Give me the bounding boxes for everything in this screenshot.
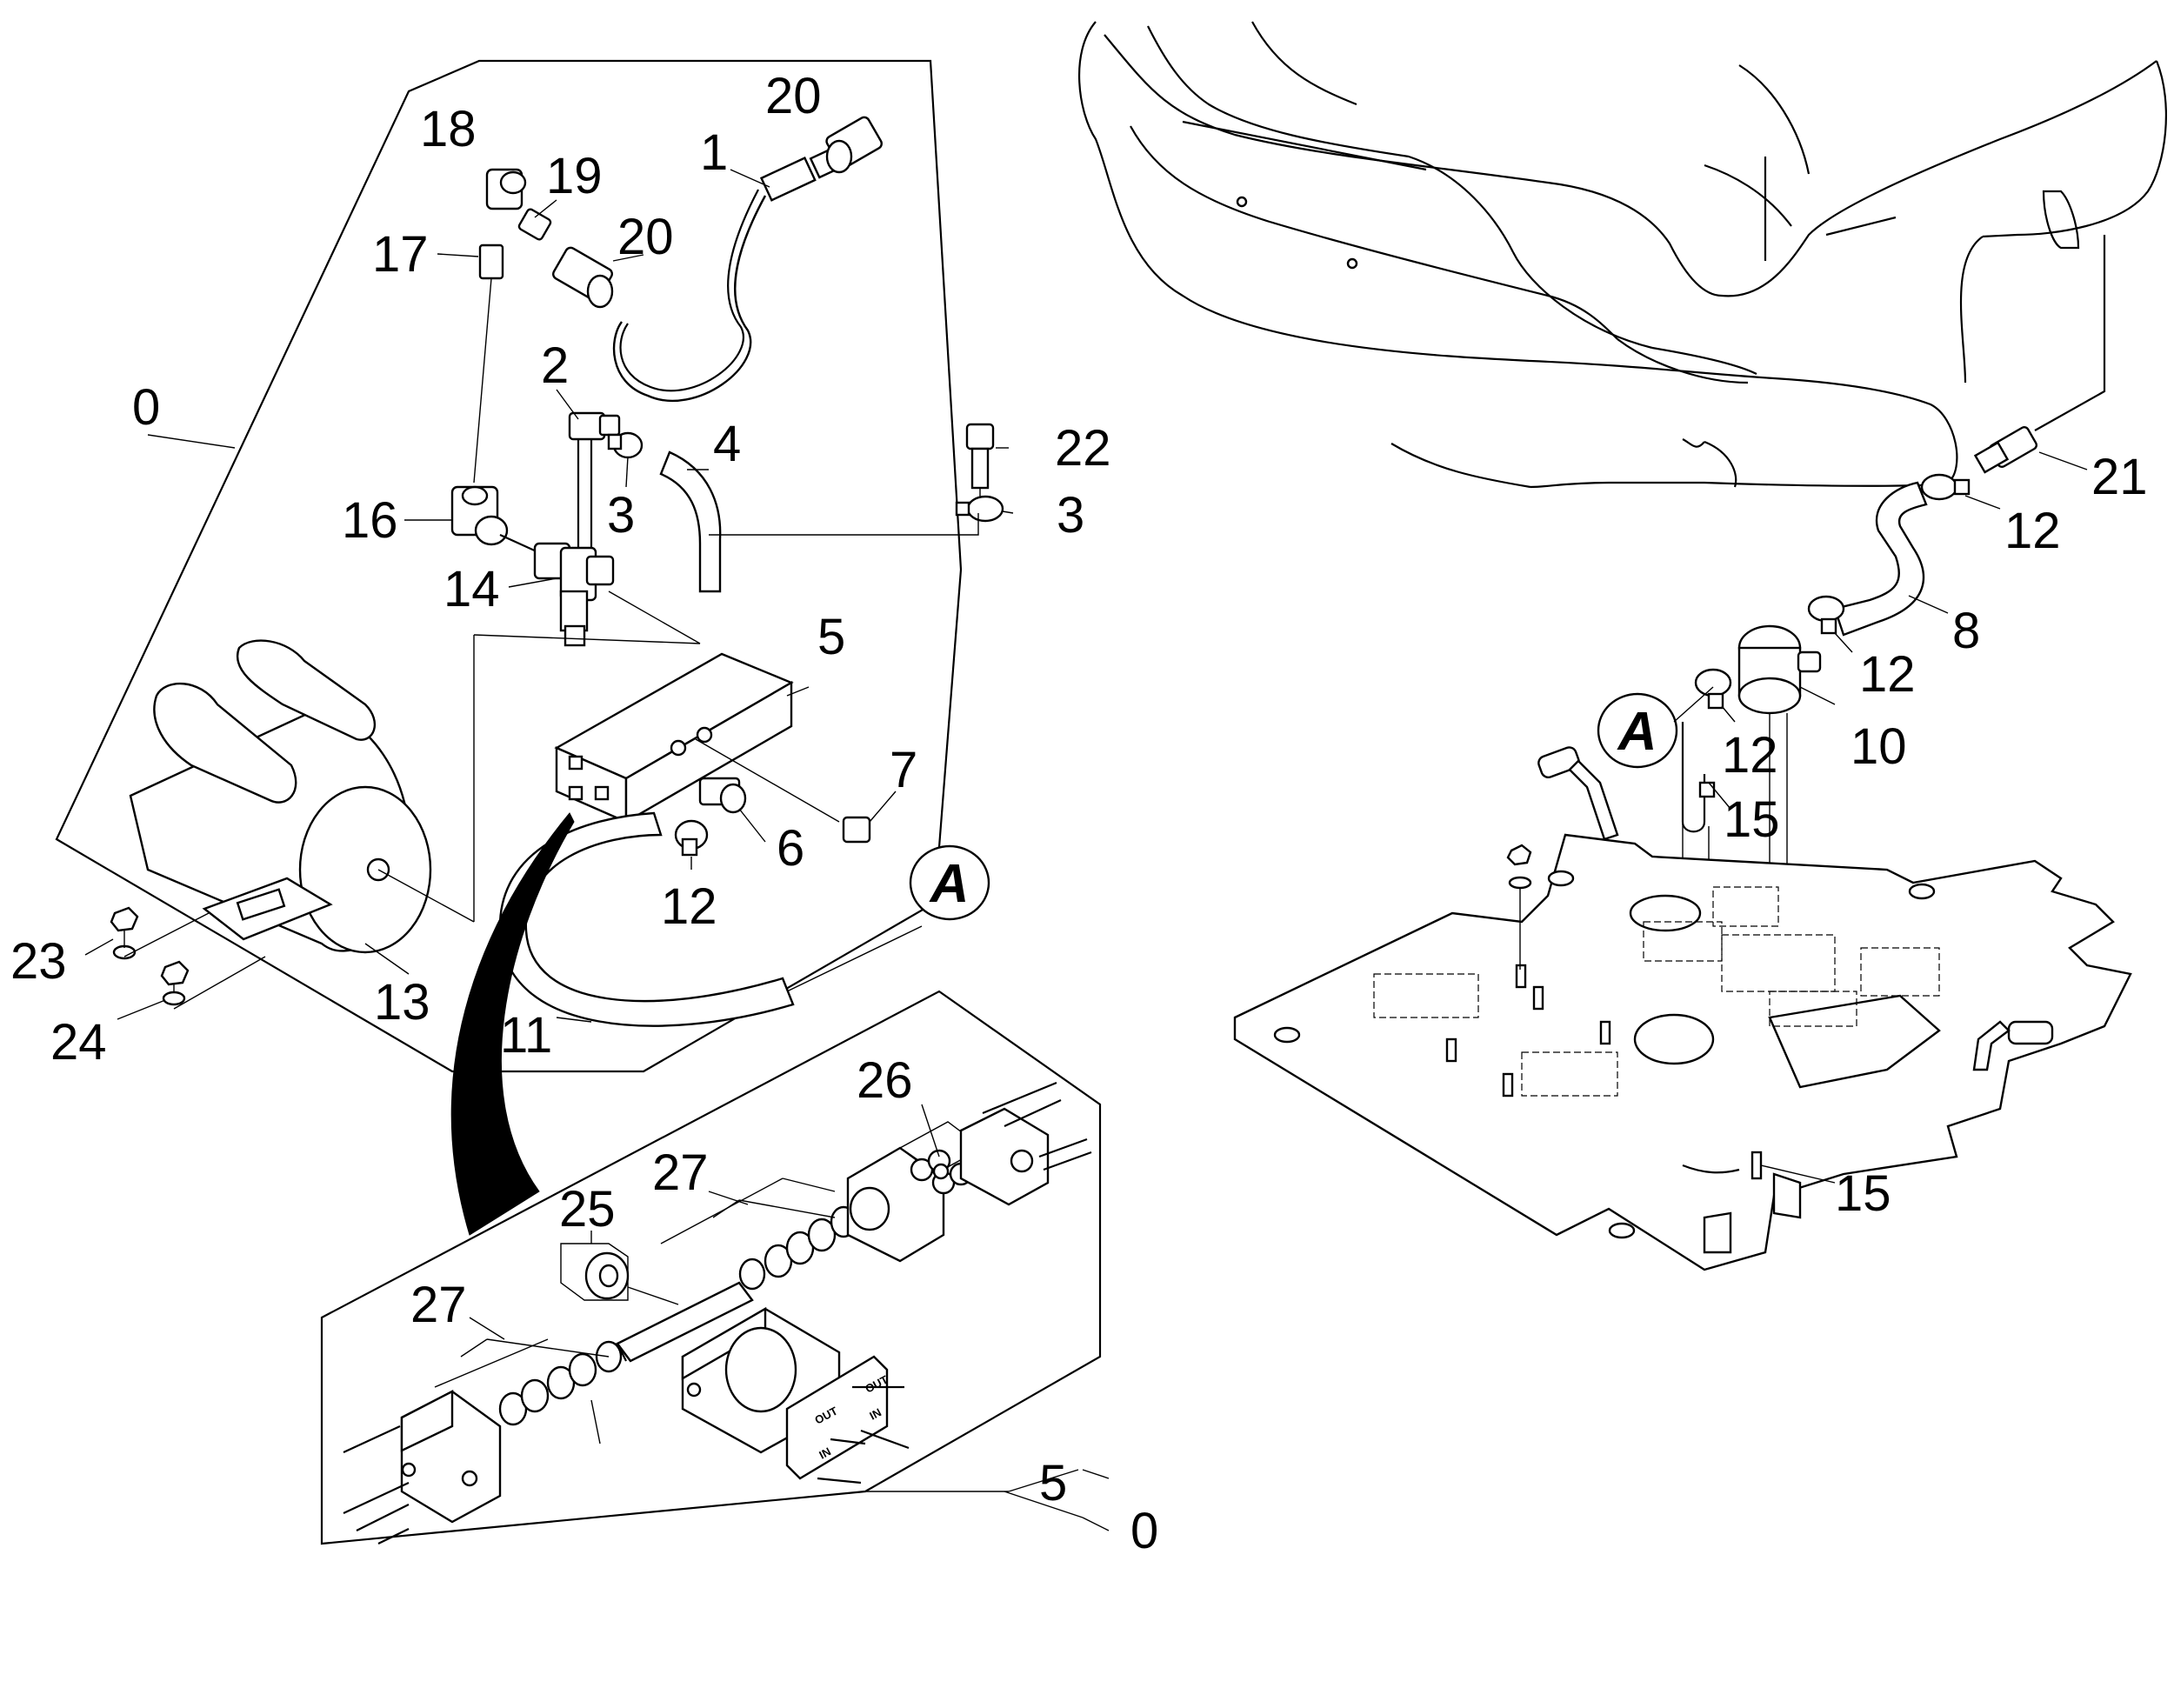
wand-clip-15-lower (1682, 1151, 1836, 1254)
callout-22: 22 (1055, 420, 1111, 477)
end-cap-left (400, 1390, 502, 1524)
callout-13: 13 (374, 974, 430, 1031)
callout-12-left: 12 (661, 878, 717, 935)
elbow-6 (698, 777, 747, 814)
callout-3-left: 3 (607, 487, 635, 544)
base-plate (1233, 833, 2132, 1271)
callout-19: 19 (546, 148, 603, 204)
bolts-left (343, 1425, 410, 1545)
callout-5-bottom: 5 (1039, 1455, 1067, 1511)
callout-24: 24 (50, 1014, 107, 1071)
clamp-3-left (607, 431, 644, 459)
clamp-3-right (955, 495, 1004, 523)
callout-20-top: 20 (765, 68, 822, 124)
callout-26: 26 (857, 1052, 913, 1109)
nut-washer-24 (160, 956, 266, 1010)
leader-hose-4-clamp (709, 513, 979, 536)
callout-8: 8 (1952, 603, 1980, 659)
spacer-17 (473, 244, 504, 484)
fitting-21 (1973, 426, 2088, 474)
reference-mark-a-right-text: A (1617, 702, 1657, 762)
elbow-18 (485, 168, 527, 210)
fitting-22 (965, 423, 995, 503)
callout-21: 21 (2091, 449, 2148, 505)
callout-12-right-2: 12 (1859, 646, 1916, 703)
strainer-10 (1737, 624, 1836, 939)
callout-12-right-3: 12 (1722, 727, 1778, 784)
base-plate-grid-holes (1373, 886, 1940, 1097)
callout-25: 25 (559, 1181, 616, 1238)
valve-label-in-2: IN (867, 1405, 884, 1422)
callout-15-lower: 15 (1835, 1165, 1891, 1222)
callout-16: 16 (342, 492, 398, 549)
callout-17: 17 (372, 226, 429, 283)
reference-mark-a-left-text: A (929, 854, 970, 914)
clamp-12-left (674, 819, 709, 857)
hose-1 (612, 146, 845, 402)
pump-motor-13 (129, 634, 701, 975)
callout-5-upper: 5 (817, 609, 845, 665)
machine-body-shell (1077, 21, 2168, 489)
bushing-25 (560, 1243, 679, 1305)
callout-12-right-1: 12 (2004, 503, 2061, 559)
plug-7 (842, 816, 871, 844)
piston-rod (616, 1281, 754, 1363)
callout-3-right: 3 (1057, 487, 1084, 544)
clamp-12-middle (1807, 595, 1853, 653)
callout-6: 6 (777, 820, 804, 877)
callout-23: 23 (10, 933, 67, 990)
callout-10: 10 (1851, 718, 1907, 775)
nipple-19 (517, 208, 552, 241)
leader-lines-upper (84, 169, 1014, 1023)
callout-4: 4 (713, 416, 741, 472)
seal-stack-27-bottom (434, 1338, 623, 1444)
callout-20-mid: 20 (617, 209, 674, 265)
nut-washer-23 (110, 906, 210, 960)
detail-connector (450, 812, 575, 1236)
callout-2: 2 (541, 337, 569, 394)
clamp-12-upper (1920, 473, 2001, 510)
bolts-right-bottom (817, 1385, 910, 1484)
pump-head-right (959, 1107, 1050, 1206)
valve-16 (450, 485, 549, 558)
assembly-boundary-upper (55, 59, 963, 1073)
callout-7: 7 (890, 742, 917, 798)
valve-label-in-1: IN (817, 1444, 833, 1461)
base-bolt-washer (1506, 844, 1532, 970)
callout-18: 18 (420, 101, 477, 157)
callout-27-top: 27 (652, 1144, 709, 1201)
reference-mark-a-right (1597, 686, 1714, 769)
callout-14: 14 (443, 561, 500, 617)
pump-block-5 (554, 652, 840, 824)
seal-stack-27-top (660, 1178, 857, 1291)
tee-fitting-14 (533, 542, 701, 647)
callout-27-bottom: 27 (410, 1277, 467, 1333)
callout-0-upper: 0 (132, 379, 160, 436)
tie-down-handle-left (1537, 746, 1619, 841)
bolts-top-right (982, 1081, 1092, 1171)
coupler-fitting-20-mid (552, 246, 614, 309)
leader-lines-detail (469, 1104, 1110, 1531)
callout-0-bottom: 0 (1130, 1503, 1158, 1559)
callout-15-upper: 15 (1724, 791, 1780, 848)
pump-detail-boundary (320, 990, 1102, 1545)
reference-mark-a-left (909, 844, 990, 921)
hose-4 (659, 450, 722, 593)
hose-8 (1833, 481, 1949, 637)
callout-1: 1 (700, 124, 728, 181)
tie-down-handle-right (1972, 1020, 2054, 1071)
clamp-12-lower (1694, 668, 1736, 723)
coupler-fitting-20-top (825, 116, 883, 174)
callout-11: 11 (500, 1007, 552, 1064)
